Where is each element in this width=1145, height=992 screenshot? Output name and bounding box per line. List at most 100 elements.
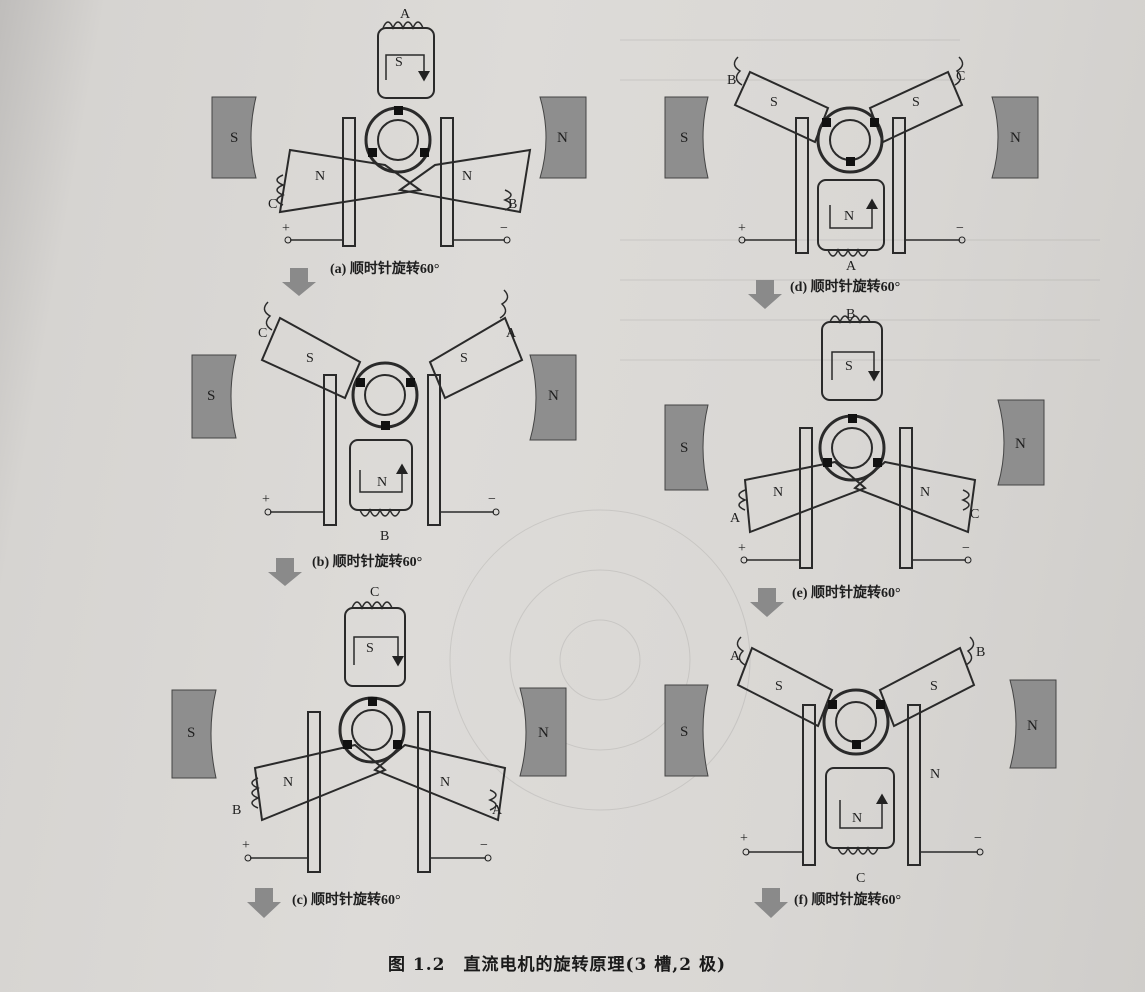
panel-b: S N C A S S N B + − (b) 顺时针旋转60° bbox=[191, 289, 577, 586]
bottom-coil-arm bbox=[825, 767, 895, 849]
right-coil-label: C bbox=[956, 69, 965, 84]
left-coil-label: A bbox=[730, 511, 741, 526]
right-pole-label: N bbox=[462, 169, 472, 184]
left-coil-arm bbox=[260, 316, 362, 400]
magnet-n-label: N bbox=[1010, 130, 1021, 146]
top-coil-winding bbox=[382, 21, 424, 30]
right-coil-arm bbox=[853, 460, 977, 534]
brush-left bbox=[342, 117, 356, 247]
down-arrow-icon bbox=[750, 588, 784, 617]
right-pole-label: S bbox=[930, 679, 938, 694]
figure-number: 图 1.2 bbox=[388, 955, 446, 975]
terminal-positive: + bbox=[242, 838, 250, 853]
bottom-pole-label: N bbox=[852, 811, 862, 826]
left-coil-label: C bbox=[268, 197, 277, 212]
magnet-s-label: S bbox=[680, 440, 688, 456]
left-coil-arm bbox=[278, 148, 423, 214]
brush-left bbox=[323, 374, 337, 526]
left-coil-label: B bbox=[727, 73, 736, 88]
left-coil-arm bbox=[253, 743, 387, 822]
right-coil-arm bbox=[397, 148, 532, 214]
brush-right bbox=[907, 704, 921, 866]
magnet-n bbox=[1009, 679, 1057, 769]
terminal-negative: − bbox=[956, 221, 964, 236]
terminal-negative: − bbox=[500, 221, 508, 236]
right-pole-label: S bbox=[460, 351, 468, 366]
caption: (c) 顺时针旋转60° bbox=[292, 891, 401, 908]
magnet-n bbox=[519, 687, 567, 777]
magnet-n bbox=[991, 96, 1039, 179]
panel-f: S N A B S S N C N + − (f) 顺时针旋转60° bbox=[664, 636, 1057, 918]
magnet-s-label: S bbox=[207, 388, 215, 404]
right-pole-label: N bbox=[920, 485, 930, 500]
figure-title: 直流电机的旋转原理(3 槽,2 极) bbox=[463, 955, 726, 975]
terminal-positive: + bbox=[738, 221, 746, 236]
magnet-s bbox=[211, 96, 257, 179]
caption: (d) 顺时针旋转60° bbox=[790, 278, 900, 295]
left-pole-label: S bbox=[770, 95, 778, 110]
magnet-n-label: N bbox=[538, 725, 549, 741]
left-pole-label: S bbox=[775, 679, 783, 694]
top-pole-label: S bbox=[366, 641, 374, 656]
top-coil-arm bbox=[377, 27, 435, 99]
panel-d: S N B C S S N A + − (d) 顺时针旋转60° bbox=[664, 56, 1039, 309]
magnet-s bbox=[664, 404, 709, 491]
magnet-s bbox=[171, 689, 217, 779]
rotor-commutator bbox=[816, 106, 884, 174]
top-pole-label: S bbox=[845, 359, 853, 374]
caption: (e) 顺时针旋转60° bbox=[792, 584, 901, 601]
bottom-pole-label: N bbox=[377, 475, 387, 490]
bottom-coil-arm bbox=[349, 439, 413, 511]
left-coil-arm bbox=[733, 70, 830, 144]
magnet-n-label: N bbox=[557, 130, 568, 146]
right-coil-arm bbox=[428, 316, 524, 400]
right-coil-label: B bbox=[508, 197, 517, 212]
brush-left bbox=[795, 117, 809, 254]
terminal-positive: + bbox=[282, 221, 290, 236]
right-pole-label: N bbox=[440, 775, 450, 790]
left-pole-label: S bbox=[306, 351, 314, 366]
brush-right bbox=[899, 427, 913, 569]
right-coil-label: B bbox=[976, 645, 985, 660]
brush-left bbox=[802, 704, 816, 866]
terminal-positive: + bbox=[740, 831, 748, 846]
magnet-s-label: S bbox=[187, 725, 195, 741]
caption: (a) 顺时针旋转60° bbox=[330, 260, 439, 277]
magnet-n-label: N bbox=[1015, 436, 1026, 452]
magnet-s bbox=[664, 684, 709, 777]
right-coil-label: C bbox=[970, 507, 979, 522]
extra-pole-label: N bbox=[930, 767, 940, 782]
right-pole-label: S bbox=[912, 95, 920, 110]
left-coil-label: A bbox=[730, 649, 741, 664]
panel-a: S N A S C B N N + − (a) 顺时针旋转60° bbox=[211, 7, 587, 296]
down-arrow-icon bbox=[247, 888, 281, 918]
magnet-s-label: S bbox=[680, 724, 688, 740]
left-pole-label: N bbox=[283, 775, 293, 790]
left-coil-arm bbox=[743, 460, 867, 534]
brush-right bbox=[417, 711, 431, 873]
brush-left bbox=[799, 427, 813, 569]
panel-e: S N B S A C N N + − (e) 顺时针旋转60° bbox=[664, 307, 1045, 617]
bottom-coil-arm bbox=[817, 179, 885, 251]
brush-right bbox=[427, 374, 441, 526]
left-coil-arm bbox=[736, 646, 834, 728]
terminal-negative: − bbox=[488, 492, 496, 507]
magnet-n bbox=[529, 354, 577, 441]
rotor-commutator bbox=[818, 414, 886, 482]
left-pole-label: N bbox=[773, 485, 783, 500]
magnet-s bbox=[191, 354, 237, 439]
left-coil-label: B bbox=[232, 803, 241, 818]
brush-right bbox=[440, 117, 454, 247]
rotor-commutator bbox=[364, 106, 432, 174]
top-pole-label: S bbox=[395, 55, 403, 70]
brush-right bbox=[892, 117, 906, 254]
down-arrow-icon bbox=[268, 558, 302, 586]
down-arrow-icon bbox=[282, 268, 316, 296]
magnet-n bbox=[997, 399, 1045, 486]
terminal-negative: − bbox=[974, 831, 982, 846]
figure-caption: 图 1.2 直流电机的旋转原理(3 槽,2 极) bbox=[388, 950, 744, 975]
right-coil-label: A bbox=[492, 803, 503, 818]
left-coil-label: C bbox=[258, 326, 267, 341]
right-coil-arm bbox=[878, 646, 976, 728]
